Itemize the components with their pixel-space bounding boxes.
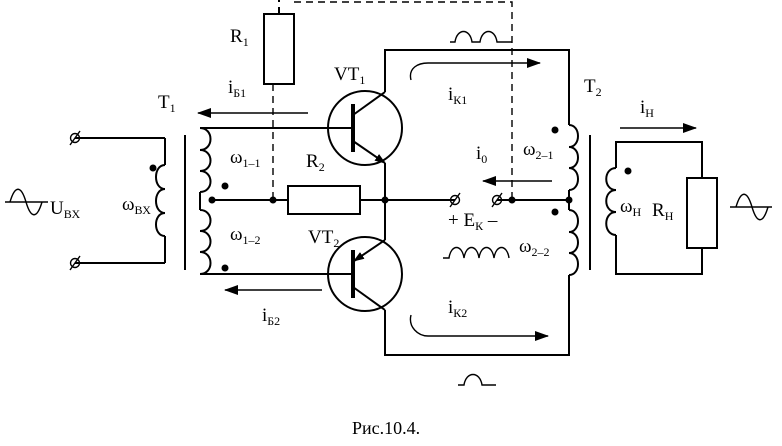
wh-label: ωН <box>620 196 642 219</box>
w22-dot <box>551 208 559 216</box>
ik1-label: iК1 <box>448 84 467 107</box>
ek-label: + EК – <box>448 210 498 233</box>
r1-label: R1 <box>230 26 249 49</box>
vt2-transistor <box>327 236 403 312</box>
terminal-top <box>69 130 81 146</box>
r1-dashed-supply-link <box>293 1 513 200</box>
ik1-arrow <box>409 58 541 81</box>
pulse-top-icon <box>450 30 512 43</box>
i0-label: i0 <box>476 143 487 166</box>
wh-dot <box>624 167 632 175</box>
ih-label: iН <box>640 97 654 120</box>
ib1-label: iБ1 <box>228 77 246 100</box>
w12-dot <box>221 264 229 272</box>
supply-terminal-minus <box>449 192 461 208</box>
w12-label: ω1–2 <box>230 224 261 247</box>
t2-primary-coil-1 <box>568 124 579 191</box>
rh-label: RН <box>652 200 674 223</box>
ik2-arrow <box>409 314 549 341</box>
t1-secondary-coil-1 <box>199 127 212 193</box>
t1-primary-coil <box>155 164 166 237</box>
w22-label: ω2–2 <box>519 236 550 259</box>
t2-primary-coil-2 <box>568 209 579 276</box>
w11-label: ω1–1 <box>230 147 261 170</box>
r1-resistor <box>263 13 295 85</box>
ubx-label: UВХ <box>50 198 80 221</box>
wbx-label: ωВХ <box>122 194 151 217</box>
ik2-label: iК2 <box>448 297 467 320</box>
output-sine-icon <box>730 193 772 221</box>
input-sine-icon <box>5 188 48 216</box>
r2-resistor <box>287 185 361 215</box>
t2-label: T2 <box>584 76 602 99</box>
vt1-transistor <box>327 90 403 166</box>
vt1-label: VT1 <box>334 64 365 87</box>
w21-label: ω2–1 <box>523 139 554 162</box>
terminal-bottom <box>69 255 81 271</box>
w21-dot <box>551 126 559 134</box>
load-loop <box>615 141 703 275</box>
t1-primary-dot <box>149 164 157 172</box>
supply-node <box>508 196 516 204</box>
collector-loop-bottom <box>384 275 570 356</box>
input-terminals <box>69 130 166 271</box>
vt2-label: VT2 <box>308 227 339 250</box>
t1-secondary-coil-2 <box>199 209 212 275</box>
ib2-label: iБ2 <box>262 305 280 328</box>
pulse-bottom-icon <box>458 373 496 386</box>
t1-label: T1 <box>158 92 176 115</box>
collector-loop-top <box>384 49 570 125</box>
w11-dot <box>221 182 229 190</box>
supply-waveform-icon <box>443 246 510 259</box>
load-coil <box>605 167 617 236</box>
figure-caption: Рис.10.4. <box>352 418 420 438</box>
r2-label: R2 <box>306 151 325 174</box>
rh-resistor <box>686 177 718 249</box>
